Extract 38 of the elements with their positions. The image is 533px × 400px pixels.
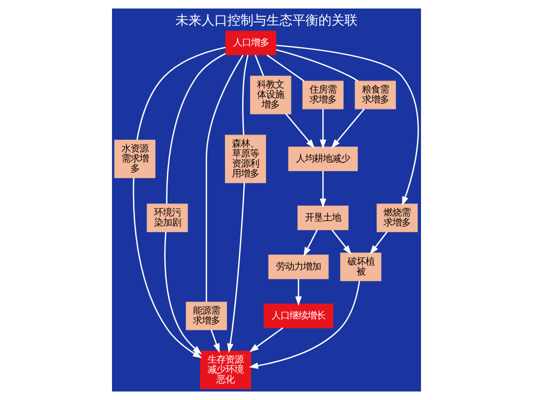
- arrow: [320, 108, 326, 149]
- connector: [206, 54, 244, 302]
- arrow: [210, 330, 220, 353]
- arrow: [276, 44, 419, 206]
- node-box: 粮食需求增多: [354, 80, 396, 110]
- node-box: 劳动力增加: [268, 254, 329, 280]
- arrow: [164, 232, 202, 354]
- connector: [136, 46, 226, 140]
- arrow: [320, 170, 326, 208]
- arrow: [304, 230, 318, 256]
- node-box: 生存资源减少环境恶化: [200, 350, 252, 390]
- node-box: 科教文体设施增多: [250, 76, 292, 114]
- connector: [276, 49, 358, 82]
- arrow: [331, 229, 352, 255]
- node-box: 燃烧需求增多: [376, 204, 418, 232]
- node-box: 环境污染加剧: [146, 204, 188, 232]
- node-box: 森林、草原等资源利用增多: [224, 134, 266, 184]
- node-box: 破坏植被: [340, 252, 382, 282]
- node-box: 能源需求增多: [186, 302, 227, 330]
- node-box: 水资源需求增多: [114, 140, 156, 178]
- arrow: [227, 182, 245, 353]
- arrow: [331, 108, 365, 148]
- arrow: [132, 178, 202, 358]
- node-box: 人口继续增长: [264, 304, 334, 328]
- connector: [242, 54, 249, 136]
- arrow: [248, 280, 360, 369]
- node-box: 人口增多: [225, 30, 276, 56]
- connector: [166, 53, 226, 204]
- arrow: [285, 114, 315, 148]
- connector: [266, 54, 304, 82]
- arrow: [370, 231, 388, 254]
- arrow: [295, 278, 302, 306]
- connector: [254, 54, 264, 76]
- node-box: 开垦土地: [298, 206, 348, 230]
- arrow: [249, 327, 284, 352]
- node-box: 人均耕地减少: [288, 146, 358, 172]
- diagram-title: 未来人口控制与生态平衡的关联: [176, 13, 358, 28]
- node-box: 住房需求增多: [302, 80, 344, 110]
